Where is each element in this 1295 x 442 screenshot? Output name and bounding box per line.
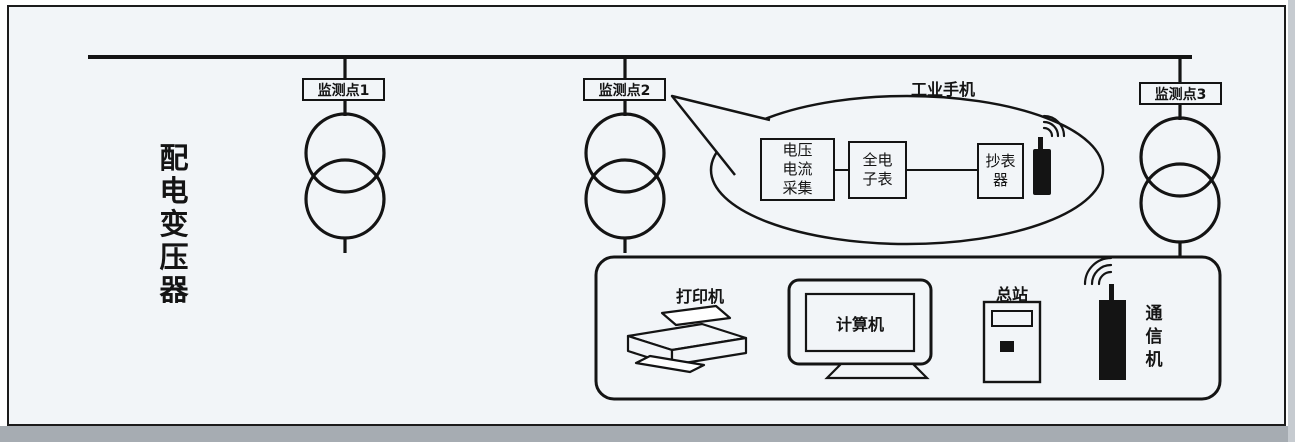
communicator-device-icon	[1099, 284, 1126, 380]
computer-label: 计算机	[835, 314, 884, 334]
station-panel-outline	[594, 255, 1222, 401]
printer-icon	[626, 304, 748, 374]
printer-label: 打印机	[675, 287, 724, 306]
monitor-point-3-label: 监测点3	[1139, 82, 1222, 105]
meter-reader-box: 抄表 器	[977, 143, 1024, 199]
transformer-symbol-3	[1139, 57, 1221, 258]
distribution-transformer-title: 配 电 变 压 器	[159, 141, 189, 307]
wireless-signal-icon-station	[1083, 256, 1113, 286]
communicator-label: 通 信 机	[1145, 304, 1163, 370]
scan-edge-right	[1288, 0, 1295, 442]
monitor-point-2-label: 监测点2	[583, 78, 666, 101]
handheld-phone-icon	[1033, 137, 1051, 195]
electronic-meter-box: 全电 子表	[848, 141, 907, 199]
wireless-signal-icon-bubble	[1042, 114, 1066, 138]
voltage-current-sampling-label: 电压 电流 采集	[782, 141, 813, 197]
transformer-symbol-1	[304, 57, 386, 253]
scan-edge-bottom	[0, 426, 1295, 442]
meter-reader-label: 抄表 器	[985, 152, 1016, 189]
electronic-meter-label: 全电 子表	[862, 151, 893, 188]
industrial-phone-title: 工业手机	[910, 80, 975, 99]
voltage-current-sampling-box: 电压 电流 采集	[760, 138, 835, 201]
main-station-label: 总站	[995, 285, 1028, 304]
station-device-icon	[982, 300, 1042, 384]
monitor-point-1-label: 监测点1	[302, 78, 385, 101]
computer-icon	[787, 278, 933, 380]
